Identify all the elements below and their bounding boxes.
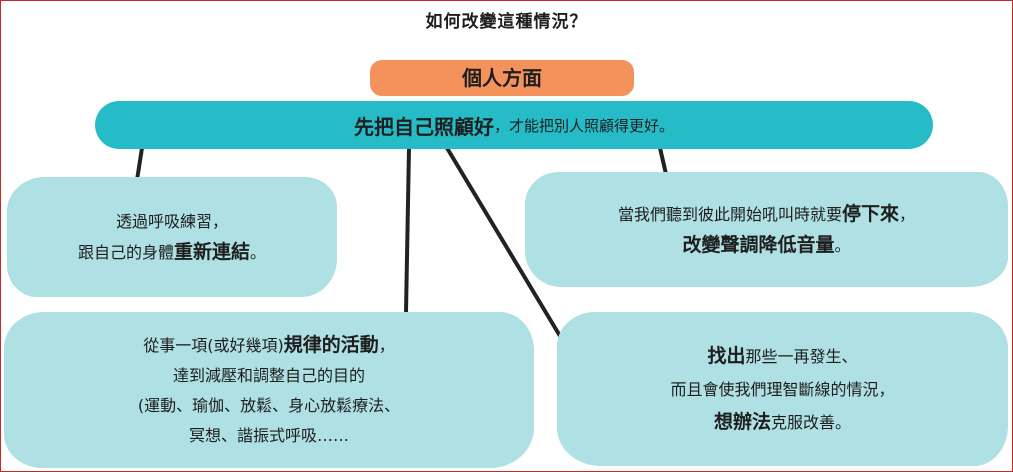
connector-line-3 [404,146,411,314]
bubble-line: 從事一項(或好幾項)規律的活動， [143,330,395,361]
bubble-text: 。 [250,242,267,262]
bubble-line: 達到減壓和調整自己的目的 [173,361,365,391]
bubble-text: 。 [834,235,851,255]
connector-line-1 [135,146,144,182]
bubble-text: 達到減壓和調整自己的目的 [172,365,365,385]
bubble-triggers: 找出那些一再發生、 而且會使我們理智斷線的情況， 想辦法克服改善。 [557,312,1008,466]
bubble-text: ， [899,204,916,224]
bubble-text: 當我們聽到彼此開始吼叫時就要 [617,204,842,224]
bubble-stop: 當我們聽到彼此開始吼叫時就要停下來， 改變聲調降低音量。 [525,172,1008,287]
category-tag: 個人方面 [370,60,634,96]
bubble-bold-text: 想辦法 [713,410,771,433]
bubble-line: 找出那些一再發生、 [707,340,857,373]
bubble-line: 跟自己的身體重新連結。 [78,237,266,268]
bubble-bold-text: 停下來 [841,202,899,225]
connector-line-4 [445,146,562,338]
bubble-line: 而且會使我們理智斷線的情況， [670,373,894,406]
bubble-line: 當我們聽到彼此開始吼叫時就要停下來， [618,199,915,230]
connector-line-2 [658,146,668,176]
bubble-text: (運動、瑜伽、放鬆、身心放鬆療法、 [137,395,401,415]
bubble-text: 而且會使我們理智斷線的情況， [670,379,895,399]
main-banner: 先把自己照顧好，才能把別人照顧得更好。 [95,101,933,149]
bubble-breathing: 透過呼吸練習， 跟自己的身體重新連結。 [7,177,337,297]
bubble-bold-text: 改變聲調降低音量 [682,233,835,256]
bubble-line: 想辦法克服改善。 [714,406,851,439]
bubble-bold-text: 找出 [707,344,746,367]
bubble-text: 冥想、諧振式呼吸…… [188,425,349,445]
bubble-text: ， [378,335,395,355]
bubble-text: 那些一再發生、 [745,346,858,366]
bubble-text: 從事一項(或好幾項) [143,335,284,355]
banner-rest-text: ，才能把別人照顧得更好。 [493,116,674,135]
bubble-line: (運動、瑜伽、放鬆、身心放鬆療法、 [138,391,400,421]
bubble-line: 改變聲調降低音量。 [682,230,850,261]
bubble-line: 透過呼吸練習， [116,207,228,237]
bubble-bold-text: 規律的活動 [283,333,379,356]
bubble-text: 透過呼吸練習， [115,211,228,231]
bubble-text: 克服改善。 [771,412,852,432]
bubble-activity: 從事一項(或好幾項)規律的活動， 達到減壓和調整自己的目的 (運動、瑜伽、放鬆、… [4,312,534,468]
bubble-line: 冥想、諧振式呼吸…… [189,421,349,451]
bubble-text: 跟自己的身體 [77,242,174,262]
banner-bold-text: 先把自己照顧好 [353,114,494,139]
diagram-title: 如何改變這種情況？ [425,12,588,32]
bubble-bold-text: 重新連結 [173,240,250,263]
